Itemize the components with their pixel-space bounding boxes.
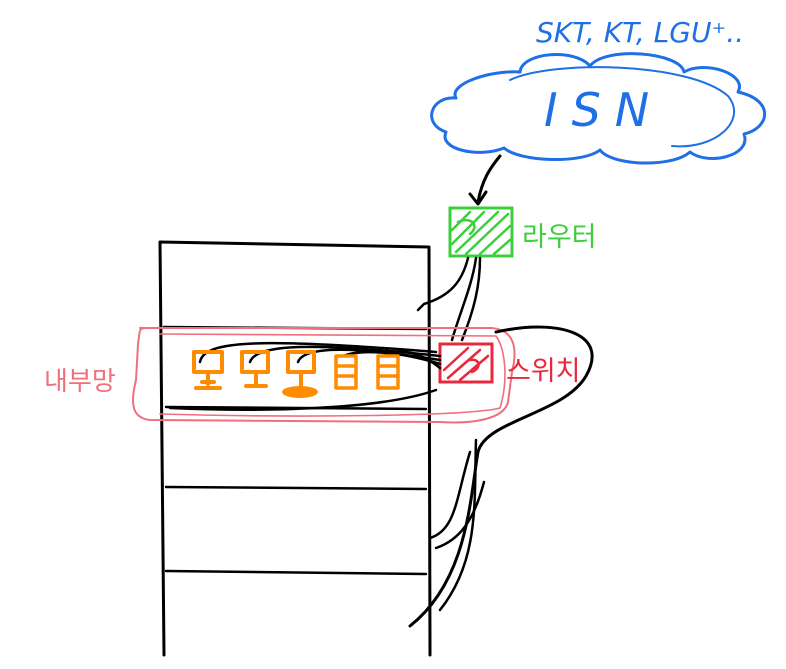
pc-icon: [192, 350, 224, 390]
pc-icon: [240, 350, 270, 388]
switch-icon: [438, 342, 494, 384]
internal-network-label: 내부망: [44, 367, 116, 397]
router-label: 라우터: [522, 222, 597, 253]
rack-shelf: [164, 569, 428, 576]
shelf-uplinks: [168, 325, 594, 628]
device-cables: [198, 341, 442, 370]
server-icon: [334, 354, 358, 390]
switch-label: 스위치: [506, 356, 581, 387]
isp-caption: SKT, KT, LGU⁺..: [536, 16, 744, 49]
server-icon: [376, 354, 400, 390]
router-icon: [448, 206, 514, 258]
internal-network-region: [132, 327, 516, 424]
internet-cloud: [430, 52, 767, 165]
cloud-label: ISN: [544, 83, 663, 137]
cloud-to-router-link: [468, 154, 502, 206]
rack-shelf: [164, 485, 428, 491]
router-downlinks: [416, 256, 482, 342]
server-rack: [158, 240, 432, 657]
pc-icon: [282, 350, 318, 398]
devices: [192, 350, 400, 398]
